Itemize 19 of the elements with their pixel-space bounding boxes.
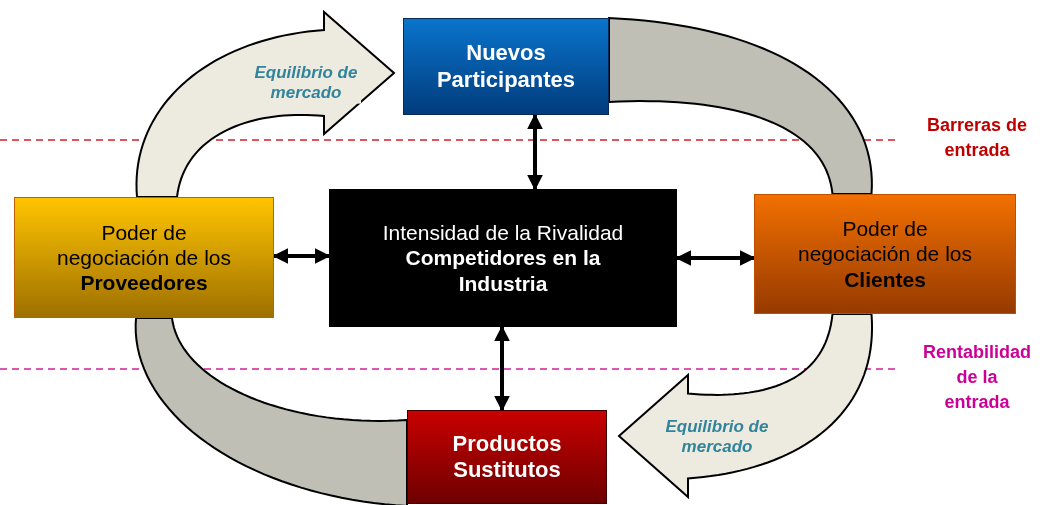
box-title: Intensidad de la Rivalidad (382, 220, 624, 246)
double-arrow (494, 325, 510, 412)
zone-label: Barreras de entrada (925, 114, 1029, 163)
force-box (329, 189, 677, 327)
double-arrow (527, 113, 543, 191)
force-box (14, 197, 274, 318)
zone-label: Rentabilidad de la entrada (922, 341, 1032, 415)
box-title: Poder de negociación de los Proveedores (56, 219, 232, 296)
force-box (754, 194, 1016, 314)
box-title: Nuevos Participantes (435, 40, 577, 93)
box-title: Poder de negociación de los Clientes (797, 216, 973, 292)
force-box (403, 18, 609, 115)
curved-band (608, 16, 873, 195)
box-title: Productos Sustitutos (451, 430, 563, 484)
box-subtitle: Competidores en la Industria (404, 245, 602, 296)
double-arrow (675, 250, 756, 266)
curved-band (134, 317, 408, 505)
double-arrow (272, 248, 331, 264)
force-box (407, 410, 607, 504)
